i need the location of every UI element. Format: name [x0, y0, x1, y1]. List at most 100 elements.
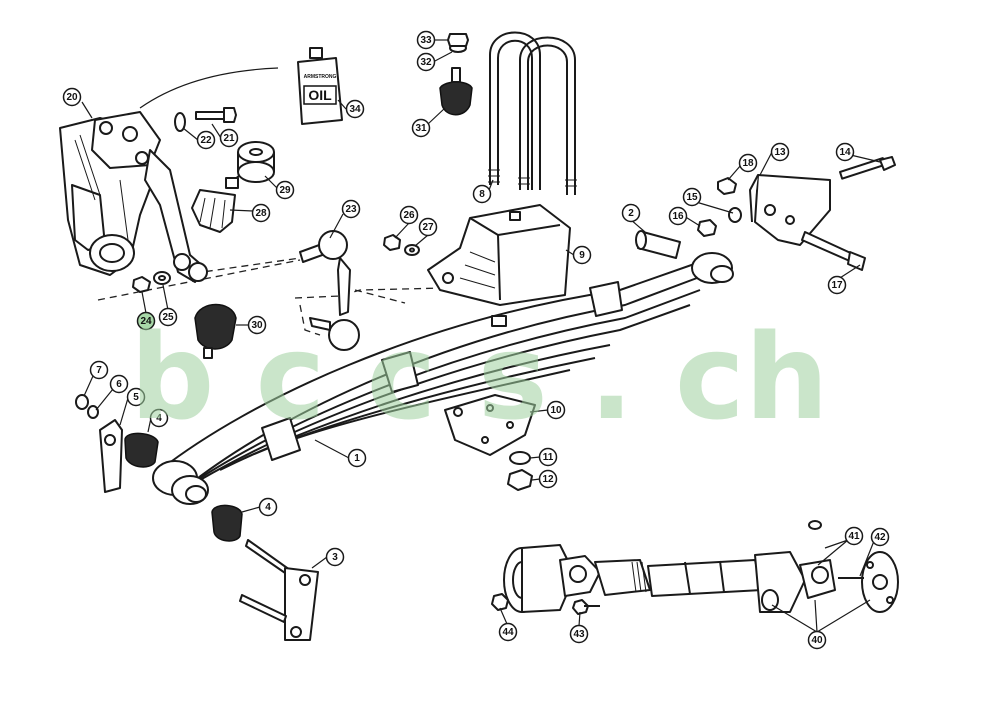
watermark: b c c s . ch: [130, 308, 829, 446]
callout-4: 4: [149, 408, 169, 428]
callout-23: 23: [341, 199, 361, 219]
callout-circle: [472, 184, 492, 204]
callout-24: 24: [136, 311, 156, 331]
propeller-shaft-part: [491, 520, 899, 615]
callout-circle: [258, 497, 278, 517]
nut-washer-part: [383, 234, 420, 256]
callout-circle: [870, 527, 890, 547]
callout-20: 20: [62, 87, 82, 107]
callout-circle: [341, 199, 361, 219]
callout-circle: [62, 87, 82, 107]
callout-number: 40: [811, 635, 823, 646]
leaf-spring-part: [152, 252, 734, 505]
callout-2: 2: [621, 203, 641, 223]
callout-number: 28: [255, 208, 267, 219]
callout-number: 41: [848, 531, 860, 542]
callout-6: 6: [109, 374, 129, 394]
callout-circle: [149, 408, 169, 428]
callout-circle: [569, 624, 589, 644]
callout-circle: [347, 448, 367, 468]
callout-26: 26: [399, 205, 419, 225]
callout-number: 17: [831, 280, 843, 291]
callout-circle: [126, 387, 146, 407]
callout-27: 27: [418, 217, 438, 237]
callout-number: 29: [279, 185, 291, 196]
callout-number: 34: [349, 104, 361, 115]
callout-number: 15: [686, 192, 698, 203]
oil-can-brand: ARMSTRONG: [304, 74, 337, 80]
oil-can-part: ARMSTRONG OIL: [297, 47, 343, 125]
callout-circle: [538, 447, 558, 467]
callout-number: 44: [502, 627, 514, 638]
callout-number: 20: [66, 92, 78, 103]
callout-number: 9: [579, 250, 585, 261]
callout-number: 8: [479, 189, 485, 200]
callout-number: 31: [415, 123, 427, 134]
callout-number: 10: [550, 405, 562, 416]
callout-10: 10: [546, 400, 566, 420]
front-hanger-part: [75, 394, 319, 641]
callout-32: 32: [416, 52, 436, 72]
callout-number: 4: [156, 413, 162, 424]
callout-number: 22: [200, 135, 212, 146]
callout-41: 41: [844, 526, 864, 546]
callout-42: 42: [870, 527, 890, 547]
callout-number: 13: [774, 147, 786, 158]
callout-number: 14: [839, 147, 851, 158]
callout-13: 13: [770, 142, 790, 162]
callout-circle: [275, 180, 295, 200]
callout-number: 3: [332, 552, 338, 563]
callout-21: 21: [219, 128, 239, 148]
callout-circle: [621, 203, 641, 223]
callout-number: 16: [672, 211, 684, 222]
callout-circle: [498, 622, 518, 642]
callout-number: 12: [542, 474, 554, 485]
callout-number: 23: [345, 204, 357, 215]
callout-4: 4: [258, 497, 278, 517]
callout-circle: [416, 30, 436, 50]
bump-rubber-part: [191, 174, 241, 233]
callout-circle: [770, 142, 790, 162]
callout-circle: [411, 118, 431, 138]
callout-circle: [158, 307, 178, 327]
bolt-washer-part: [174, 107, 237, 132]
callout-circle: [325, 547, 345, 567]
callout-circle: [807, 630, 827, 650]
callout-circle: [738, 153, 758, 173]
callout-circle: [399, 205, 419, 225]
callout-3: 3: [325, 547, 345, 567]
callout-31: 31: [411, 118, 431, 138]
callout-14: 14: [835, 142, 855, 162]
callout-circle: [844, 526, 864, 546]
callout-number: 11: [543, 452, 554, 463]
spring-plate-part: [444, 394, 536, 491]
callout-12: 12: [538, 469, 558, 489]
callout-44: 44: [498, 622, 518, 642]
rubber-buffer-part: [237, 141, 275, 183]
callout-number: 18: [742, 158, 754, 169]
callout-9: 9: [572, 245, 592, 265]
callout-circle: [219, 128, 239, 148]
callout-29: 29: [275, 180, 295, 200]
callout-30: 30: [247, 315, 267, 335]
callout-5: 5: [126, 387, 146, 407]
callout-43: 43: [569, 624, 589, 644]
spring-seat-part: [427, 204, 571, 306]
callout-number: 43: [573, 629, 585, 640]
callout-17: 17: [827, 275, 847, 295]
callout-circle: [827, 275, 847, 295]
rear-shackle-part: [635, 156, 896, 271]
callout-circle: [835, 142, 855, 162]
callout-number: 30: [251, 320, 263, 331]
assembly-lines: [97, 67, 446, 336]
callout-circle: [251, 203, 271, 223]
callout-11: 11: [538, 447, 558, 467]
callout-number: 26: [403, 210, 415, 221]
callout-number: 32: [420, 57, 432, 68]
callout-28: 28: [251, 203, 271, 223]
callout-number: 33: [420, 35, 432, 46]
callout-34: 34: [345, 99, 365, 119]
callout-8: 8: [472, 184, 492, 204]
